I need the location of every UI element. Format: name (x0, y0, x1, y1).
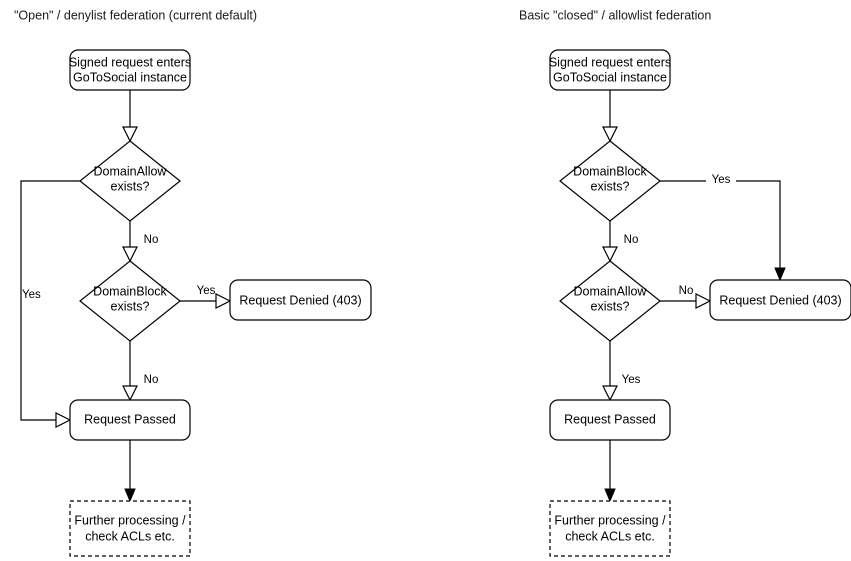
edge-domainallow-yes-to-passed-right: Yes (602, 341, 641, 402)
edge-label-domainallow-yes-right: Yes (622, 374, 641, 386)
node-decision-domainblock-right-line1: DomainBlock (573, 164, 647, 178)
node-entry-left[interactable]: Signed request enters GoToSocial instanc… (69, 49, 191, 91)
arrowhead-hollow-right-icon (215, 293, 232, 309)
panel-open-denylist: "Open" / denylist federation (current de… (14, 8, 372, 557)
edge-domainblock-yes-to-denied: Yes (180, 285, 232, 309)
node-decision-domainblock-left[interactable]: DomainBlock exists? (79, 260, 181, 342)
node-request-denied-left-label: Request Denied (403) (239, 293, 361, 307)
node-decision-domainallow-right-line1: DomainAllow (574, 284, 648, 298)
node-decision-domainblock-left-line1: DomainBlock (93, 284, 167, 298)
edge-label-domainallow-no: No (144, 234, 159, 246)
node-entry-left-line2: GoToSocial instance (73, 70, 187, 84)
node-decision-domainblock-right-line2: exists? (591, 179, 630, 193)
edge-domainallow-no-to-domainblock: No (122, 221, 159, 263)
node-entry-left-line1: Signed request enters (69, 55, 191, 69)
node-further-processing-right-line2: check ACLs etc. (565, 529, 655, 543)
node-further-processing-left-shape (69, 500, 191, 557)
node-further-processing-right-line1: Further processing / (554, 513, 666, 527)
node-request-passed-right[interactable]: Request Passed (549, 399, 671, 441)
node-request-denied-left-shape (229, 279, 372, 321)
arrowhead-hollow-down-icon (602, 246, 618, 263)
node-further-processing-left-line1: Further processing / (74, 513, 186, 527)
arrowhead-solid-down-icon (124, 488, 136, 503)
node-request-passed-right-label: Request Passed (564, 412, 656, 426)
arrowhead-hollow-down-icon (602, 385, 618, 402)
panel-title-closed-allowlist: Basic "closed" / allowlist federation (519, 8, 711, 22)
node-request-denied-right-label: Request Denied (403) (719, 293, 841, 307)
edge-label-domainallow-yes: Yes (22, 289, 41, 301)
node-further-processing-left[interactable]: Further processing / check ACLs etc. (69, 500, 191, 557)
edge-domainblock-yes-to-denied-right: Yes (660, 173, 786, 282)
edge-domainallow-no-to-denied-right: No (660, 285, 712, 309)
arrowhead-hollow-down-icon (602, 126, 618, 143)
edge-entry-to-domainallow (122, 90, 138, 143)
node-further-processing-right[interactable]: Further processing / check ACLs etc. (549, 500, 671, 557)
node-decision-domainallow-left[interactable]: DomainAllow exists? (79, 140, 181, 222)
node-entry-right-line2: GoToSocial instance (553, 70, 667, 84)
arrowhead-hollow-right-icon (695, 293, 712, 309)
arrowhead-hollow-down-icon (122, 126, 138, 143)
edge-label-domainblock-no-right: No (624, 234, 639, 246)
edge-domainblock-no-to-domainallow-right: No (602, 221, 639, 263)
edge-passed-to-further-right (604, 440, 616, 503)
arrowhead-hollow-right-icon (55, 412, 72, 428)
panel-title-open-denylist: "Open" / denylist federation (current de… (14, 8, 257, 22)
arrowhead-solid-down-icon (774, 267, 786, 282)
edge-label-domainblock-yes: Yes (197, 285, 216, 297)
node-request-passed-left-label: Request Passed (84, 412, 176, 426)
node-entry-right-line1: Signed request enters (549, 55, 671, 69)
node-further-processing-left-line2: check ACLs etc. (85, 529, 175, 543)
edge-label-domainblock-no: No (144, 374, 159, 386)
node-request-denied-left[interactable]: Request Denied (403) (229, 279, 372, 321)
edge-label-domainallow-no-right: No (679, 285, 694, 297)
edge-passed-to-further-left (124, 440, 136, 503)
edge-label-backing (706, 173, 736, 189)
panel-closed-allowlist: Basic "closed" / allowlist federation Si… (519, 8, 851, 557)
node-request-denied-right[interactable]: Request Denied (403) (709, 279, 851, 321)
node-further-processing-right-shape (549, 500, 671, 557)
arrowhead-solid-down-icon (604, 488, 616, 503)
node-decision-domainallow-right[interactable]: DomainAllow exists? (559, 260, 661, 342)
node-request-denied-right-shape (709, 279, 851, 321)
arrowhead-hollow-down-icon (122, 385, 138, 402)
node-request-passed-left[interactable]: Request Passed (69, 399, 191, 441)
node-decision-domainblock-right[interactable]: DomainBlock exists? (559, 140, 661, 222)
edge-entry-to-domainblock-right (602, 90, 618, 143)
arrowhead-hollow-down-icon (122, 246, 138, 263)
edge-domainallow-yes-to-passed: Yes (20, 180, 80, 428)
edge-domainblock-no-to-passed: No (122, 341, 159, 402)
node-decision-domainallow-left-line2: exists? (111, 179, 150, 193)
edge-label-domainblock-yes-right: Yes (712, 174, 731, 186)
node-entry-right[interactable]: Signed request enters GoToSocial instanc… (549, 49, 671, 91)
node-decision-domainblock-left-line2: exists? (111, 299, 150, 313)
node-decision-domainallow-right-line2: exists? (591, 299, 630, 313)
node-decision-domainallow-left-line1: DomainAllow (94, 164, 168, 178)
